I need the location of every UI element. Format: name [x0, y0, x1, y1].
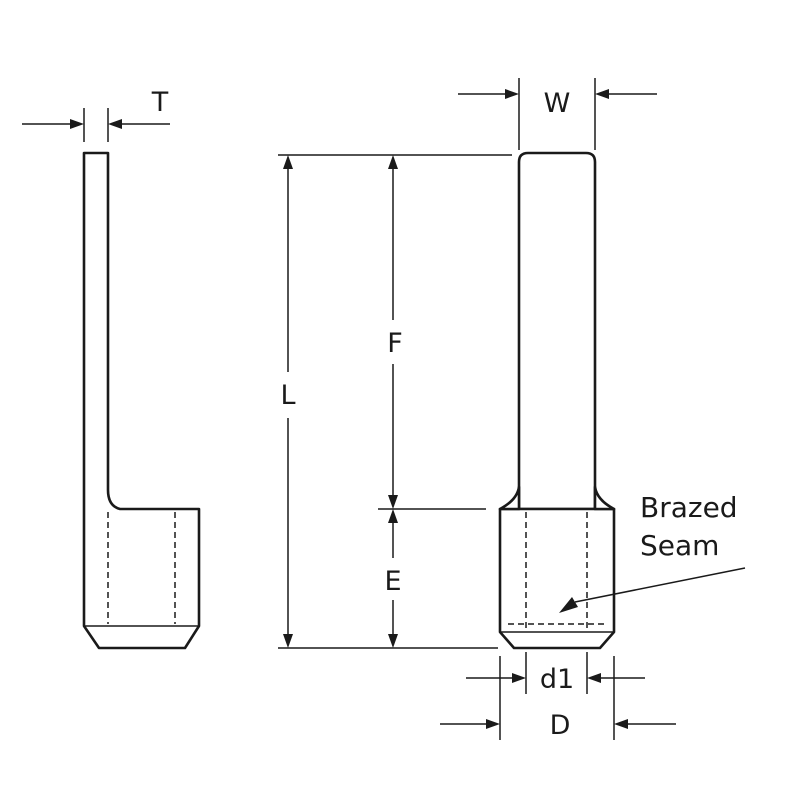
outer-diameter-label: D: [550, 710, 571, 741]
side-view: [82, 151, 201, 650]
thickness-arrow-right: [108, 119, 122, 129]
brazed-seam-label-line1: Brazed: [640, 491, 738, 524]
overall-length-label: L: [280, 380, 295, 411]
thickness-dimension: T: [22, 87, 170, 142]
barrel-length-arrow-bottom: [388, 634, 398, 648]
inner-diameter-arrow-right: [587, 673, 601, 683]
outer-diameter-dimension: D: [440, 656, 676, 741]
vertical-dimension-extensions: [278, 154, 512, 649]
width-label: W: [544, 88, 571, 119]
front-view: [498, 151, 616, 650]
barrel-length-label: E: [384, 566, 401, 597]
brazed-seam-arrow: [559, 597, 578, 613]
brazed-seam-callout: Brazed Seam: [559, 491, 746, 613]
barrel-length-arrow-top: [388, 509, 398, 523]
inner-diameter-dimension: d1: [466, 652, 645, 695]
width-arrow-left: [505, 89, 519, 99]
width-arrow-right: [595, 89, 609, 99]
front-view-fillet-right: [593, 485, 616, 511]
front-view-barrel: [498, 507, 616, 650]
brazed-seam-leader-line: [574, 567, 746, 603]
overall-length-dimension: L: [280, 155, 296, 648]
overall-length-arrow-top: [283, 155, 293, 169]
pin-length-arrow-top: [388, 155, 398, 169]
inner-diameter-arrow-left: [512, 673, 526, 683]
thickness-label: T: [151, 87, 169, 118]
front-view-pin: [517, 151, 597, 511]
pin-length-label: F: [387, 328, 403, 359]
front-view-fillet-left: [498, 485, 521, 511]
inner-diameter-label: d1: [540, 664, 574, 695]
outer-diameter-arrow-right: [614, 719, 628, 729]
pin-length-arrow-bottom: [388, 495, 398, 509]
width-dimension: W: [458, 78, 657, 150]
overall-length-arrow-bottom: [283, 634, 293, 648]
pin-length-dimension: F: [387, 155, 403, 509]
brazed-seam-label-line2: Seam: [640, 529, 719, 562]
thickness-arrow-left: [70, 119, 84, 129]
side-view-body: [82, 151, 201, 650]
barrel-length-dimension: E: [384, 509, 402, 648]
outer-diameter-arrow-left: [486, 719, 500, 729]
